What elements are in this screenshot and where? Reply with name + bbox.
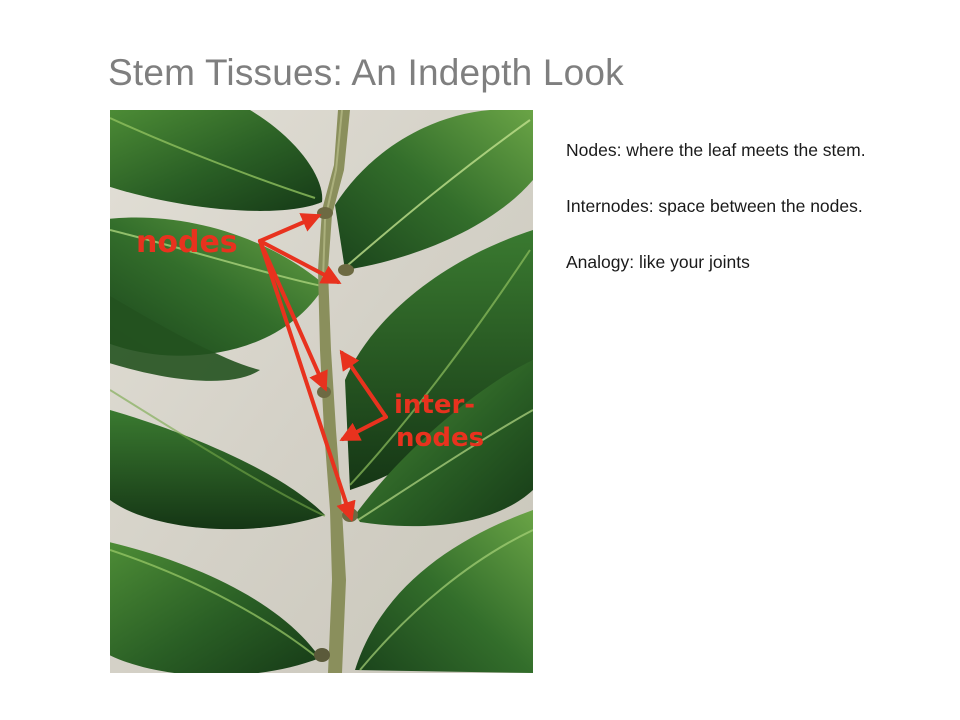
notes-text: Nodes: where the leaf meets the stem. In… [566,136,896,304]
note-internodes: Internodes: space between the nodes. [566,196,863,216]
note-analogy: Analogy: like your joints [566,252,750,272]
nodes-label: nodes [136,225,238,260]
slide-title: Stem Tissues: An Indepth Look [108,52,624,93]
internodes-label-line2: nodes [396,423,484,453]
internodes-label-line1: inter- [394,390,475,420]
stem-photo: nodes inter- nodes [110,110,533,673]
note-nodes: Nodes: where the leaf meets the stem. [566,140,866,160]
node-arrows [258,213,356,522]
internode-arrows [339,349,388,441]
